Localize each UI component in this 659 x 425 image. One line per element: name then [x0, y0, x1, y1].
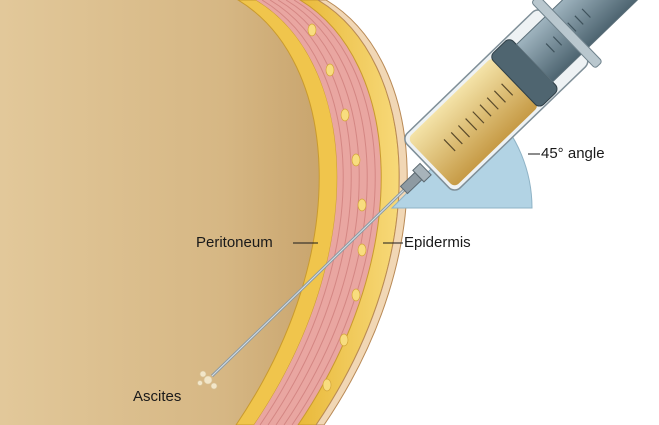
epidermis-label: Epidermis — [404, 234, 471, 252]
peritoneum-label: Peritoneum — [196, 234, 273, 252]
angle-label: 45° angle — [541, 145, 605, 163]
abdominal-cavity — [0, 0, 319, 425]
syringe — [396, 0, 659, 199]
ascites-label: Ascites — [133, 388, 181, 406]
